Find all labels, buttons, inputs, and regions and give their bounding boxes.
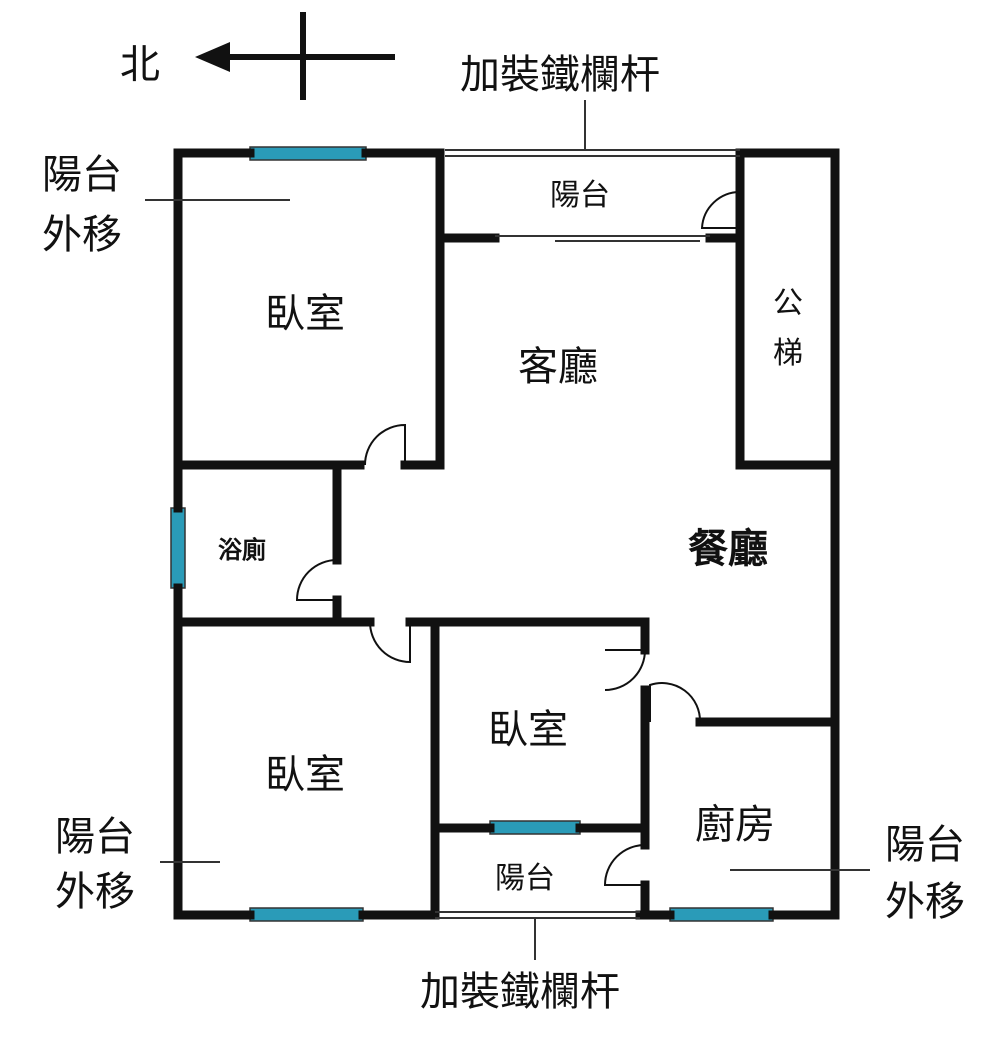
- room-bedroom-3: 臥室: [488, 707, 568, 753]
- room-kitchen: 廚房: [695, 802, 775, 848]
- balcony-moved-nw-line2: 外移: [42, 212, 122, 258]
- window: [489, 820, 581, 835]
- room-bedroom-1: 臥室: [265, 291, 345, 337]
- window: [249, 907, 364, 922]
- balcony-moved-se-line1: 陽台: [885, 822, 965, 868]
- balcony-moved-nw-line1: 陽台: [42, 152, 122, 198]
- room-stairs-line1: 公: [773, 286, 803, 321]
- doors: [295, 190, 741, 886]
- room-bathroom: 浴廁: [218, 535, 266, 564]
- railings: [435, 100, 740, 960]
- window: [170, 507, 186, 589]
- room-balcony-bottom: 陽台: [495, 861, 555, 896]
- walls: [173, 148, 840, 920]
- balcony-moved-se-line2: 外移: [885, 879, 965, 925]
- leader-lines: [145, 199, 870, 871]
- room-bedroom-2: 臥室: [265, 752, 345, 798]
- room-dining: 餐廳: [688, 525, 768, 572]
- balcony-moved-sw-line1: 陽台: [55, 814, 135, 860]
- window: [249, 146, 367, 161]
- north-arrow: [195, 12, 395, 100]
- room-living: 客廳: [518, 344, 598, 390]
- balcony-moved-sw-line2: 外移: [55, 869, 135, 915]
- railing-top-label: 加裝鐵欄杆: [460, 52, 660, 98]
- north-label: 北: [120, 42, 160, 88]
- window: [669, 907, 774, 922]
- room-stairs-line2: 梯: [773, 336, 803, 371]
- railing-bottom-label: 加裝鐵欄杆: [420, 969, 620, 1015]
- windows: [170, 146, 774, 922]
- room-balcony-top: 陽台: [550, 178, 610, 213]
